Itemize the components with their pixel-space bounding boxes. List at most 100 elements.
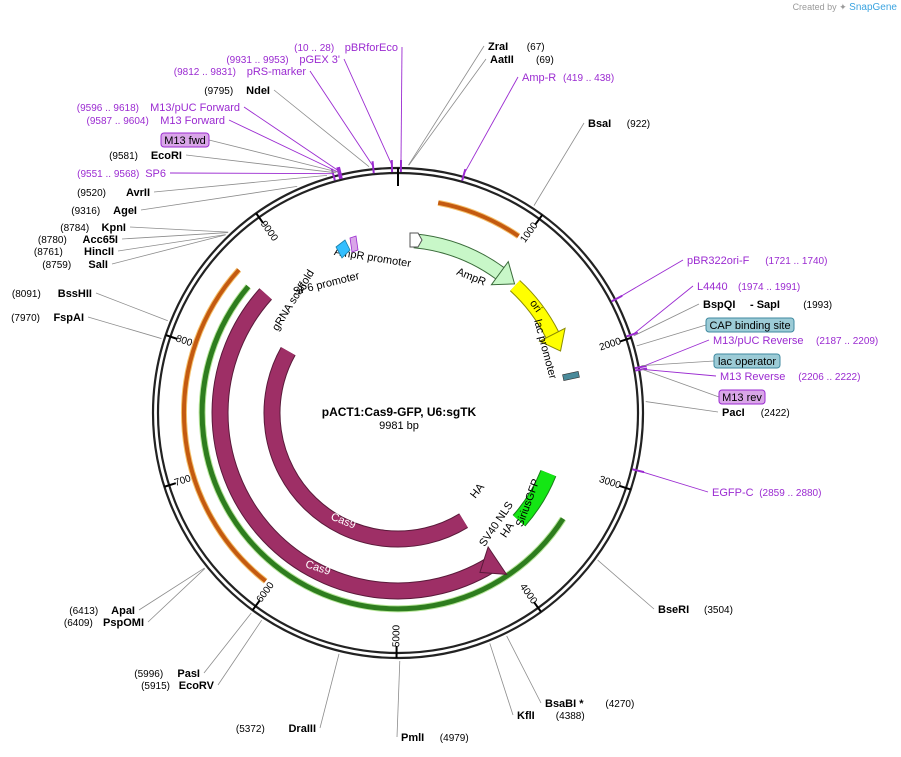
site-label-acc65i[interactable]: Acc65I (8780) bbox=[38, 234, 118, 246]
site-label-bspqi[interactable]: BspQI bbox=[703, 299, 735, 311]
site-label-bseri[interactable]: BseRI(3504) bbox=[658, 604, 733, 616]
site-label-pbrforeco[interactable]: pBRforEco(10 .. 28) bbox=[294, 42, 398, 54]
site-label-kfli[interactable]: KflI(4388) bbox=[517, 710, 585, 722]
site-label--sapi[interactable]: - SapI(1993) bbox=[750, 299, 832, 311]
feature-box-m13-fwd[interactable]: M13 fwd bbox=[160, 132, 210, 148]
site-leader bbox=[641, 339, 710, 368]
site-position: (9581) bbox=[109, 151, 138, 162]
site-position: (8780) bbox=[38, 235, 67, 246]
feature-box-cap-binding-site[interactable]: CAP binding site bbox=[705, 317, 795, 333]
site-label-sp6[interactable]: SP6(9551 .. 9568) bbox=[77, 168, 166, 180]
site-leader bbox=[396, 660, 401, 738]
site-label-ndei[interactable]: NdeI(9795) bbox=[204, 85, 270, 97]
site-leader bbox=[633, 303, 700, 337]
site-position: (69) bbox=[536, 55, 554, 66]
site-name: Acc65I bbox=[83, 234, 118, 246]
feature-box-lac-operator[interactable]: lac operator bbox=[713, 353, 781, 369]
site-name: pBRforEco bbox=[345, 42, 398, 54]
site-label-hincii[interactable]: HincII(8761) bbox=[34, 246, 114, 258]
site-name: BsaI bbox=[588, 118, 611, 130]
site-label-pmli[interactable]: PmlI(4979) bbox=[401, 732, 469, 744]
box-label: M13 fwd bbox=[164, 135, 206, 147]
site-label-sali[interactable]: SalI(8759) bbox=[42, 259, 108, 271]
site-leader bbox=[506, 635, 542, 704]
feature-label: HA bbox=[468, 481, 487, 501]
site-position: (1993) bbox=[803, 300, 832, 311]
left-orf-arc[interactable] bbox=[181, 268, 267, 583]
site-name: BsaBI * bbox=[545, 698, 584, 710]
amp-orf-arc[interactable] bbox=[437, 200, 520, 238]
green-orf-arc[interactable] bbox=[199, 284, 566, 612]
ampr-arc[interactable] bbox=[413, 234, 504, 279]
site-label-fspai[interactable]: FspAI(7970) bbox=[11, 312, 84, 324]
site-leader bbox=[400, 46, 403, 166]
feature-label: gRNA scaffold bbox=[270, 268, 317, 333]
site-label-avrii[interactable]: AvrII(9520) bbox=[77, 187, 150, 199]
site-label-m13-puc-reverse[interactable]: M13/pUC Reverse(2187 .. 2209) bbox=[713, 335, 878, 347]
site-leader bbox=[95, 292, 168, 322]
cas9-outer-arc[interactable] bbox=[212, 288, 502, 599]
site-label-draiii[interactable]: DraIII(5372) bbox=[236, 723, 316, 735]
site-position: (5996) bbox=[134, 669, 163, 680]
site-label-pgex-3-[interactable]: pGEX 3'(9931 .. 9953) bbox=[226, 54, 340, 66]
site-leader bbox=[185, 154, 337, 174]
tick-label: 1000 bbox=[518, 220, 540, 245]
site-position: (6413) bbox=[69, 606, 98, 617]
site-position: (4270) bbox=[605, 699, 634, 710]
site-label-pspomi[interactable]: PspOMI(6409) bbox=[64, 617, 144, 629]
site-name: Amp-R bbox=[522, 72, 556, 84]
siriusgfp-arc[interactable] bbox=[513, 470, 556, 526]
primer-mark bbox=[632, 468, 645, 474]
tick-label: 5000 bbox=[391, 624, 402, 647]
site-leader bbox=[319, 653, 340, 729]
site-name: BseRI bbox=[658, 604, 689, 616]
site-name: M13 Reverse bbox=[720, 371, 785, 383]
site-name: L4440 bbox=[697, 281, 728, 293]
site-position: (4979) bbox=[440, 733, 469, 744]
box-shape bbox=[713, 353, 781, 369]
primer-mark bbox=[336, 167, 342, 180]
site-label-m13-puc-forward[interactable]: M13/pUC Forward(9596 .. 9618) bbox=[77, 102, 240, 114]
site-label-paci[interactable]: PacI(2422) bbox=[722, 407, 790, 419]
site-name: NdeI bbox=[246, 85, 270, 97]
site-label-prs-marker[interactable]: pRS-marker(9812 .. 9831) bbox=[174, 66, 307, 78]
site-label-pbr322ori-f[interactable]: pBR322ori-F(1721 .. 1740) bbox=[687, 255, 827, 267]
cas9-outer-arrowhead bbox=[479, 545, 508, 575]
site-position: (67) bbox=[527, 42, 545, 53]
site-label-aatii[interactable]: AatII(69) bbox=[490, 54, 554, 66]
site-name: FspAI bbox=[53, 312, 84, 324]
box-leader bbox=[641, 368, 720, 398]
tick-mark bbox=[534, 214, 544, 226]
site-label-bsshii[interactable]: BssHII(8091) bbox=[12, 288, 92, 300]
tick-label: 3000 bbox=[598, 474, 623, 492]
cas9-inner-arc-outline bbox=[263, 347, 469, 548]
snapgene-watermark: Created by ✦ SnapGene bbox=[793, 2, 897, 13]
site-label-kpni[interactable]: KpnI(8784) bbox=[60, 222, 126, 234]
site-leader bbox=[140, 186, 298, 211]
cas9-inner-arc[interactable] bbox=[264, 347, 468, 547]
tick-mark bbox=[533, 601, 542, 613]
site-label-amp-r[interactable]: Amp-R(419 .. 438) bbox=[522, 72, 614, 84]
site-label-agei[interactable]: AgeI(9316) bbox=[71, 205, 137, 217]
feature-box-m13-rev[interactable]: M13 rev bbox=[718, 389, 766, 405]
site-label-m13-forward[interactable]: M13 Forward(9587 .. 9604) bbox=[87, 115, 225, 127]
feature-arcs bbox=[180, 199, 567, 613]
site-name: PspOMI bbox=[103, 617, 144, 629]
site-label-ecori[interactable]: EcoRI(9581) bbox=[109, 150, 182, 162]
ori-arc[interactable] bbox=[510, 280, 559, 338]
tick-mark bbox=[164, 482, 177, 488]
site-label-egfp-c[interactable]: EGFP-C(2859 .. 2880) bbox=[712, 487, 821, 499]
site-leader bbox=[121, 232, 228, 240]
site-label-pasi[interactable]: PasI(5996) bbox=[134, 668, 200, 680]
site-label-apai[interactable]: ApaI(6413) bbox=[69, 605, 135, 617]
site-label-ecorv[interactable]: EcoRV(5915) bbox=[141, 680, 215, 692]
site-leader bbox=[408, 45, 485, 166]
site-label-bsabi-[interactable]: BsaBI * (4270) bbox=[545, 698, 634, 710]
site-label-l4440[interactable]: L4440(1974 .. 1991) bbox=[697, 281, 800, 293]
site-label-zrai[interactable]: ZraI(67) bbox=[488, 41, 545, 53]
site-position: (8784) bbox=[60, 223, 89, 234]
site-label-m13-reverse[interactable]: M13 Reverse(2206 .. 2222) bbox=[720, 371, 860, 383]
site-position: (9587 .. 9604) bbox=[87, 116, 149, 127]
site-label-bsai[interactable]: BsaI(922) bbox=[588, 118, 650, 130]
